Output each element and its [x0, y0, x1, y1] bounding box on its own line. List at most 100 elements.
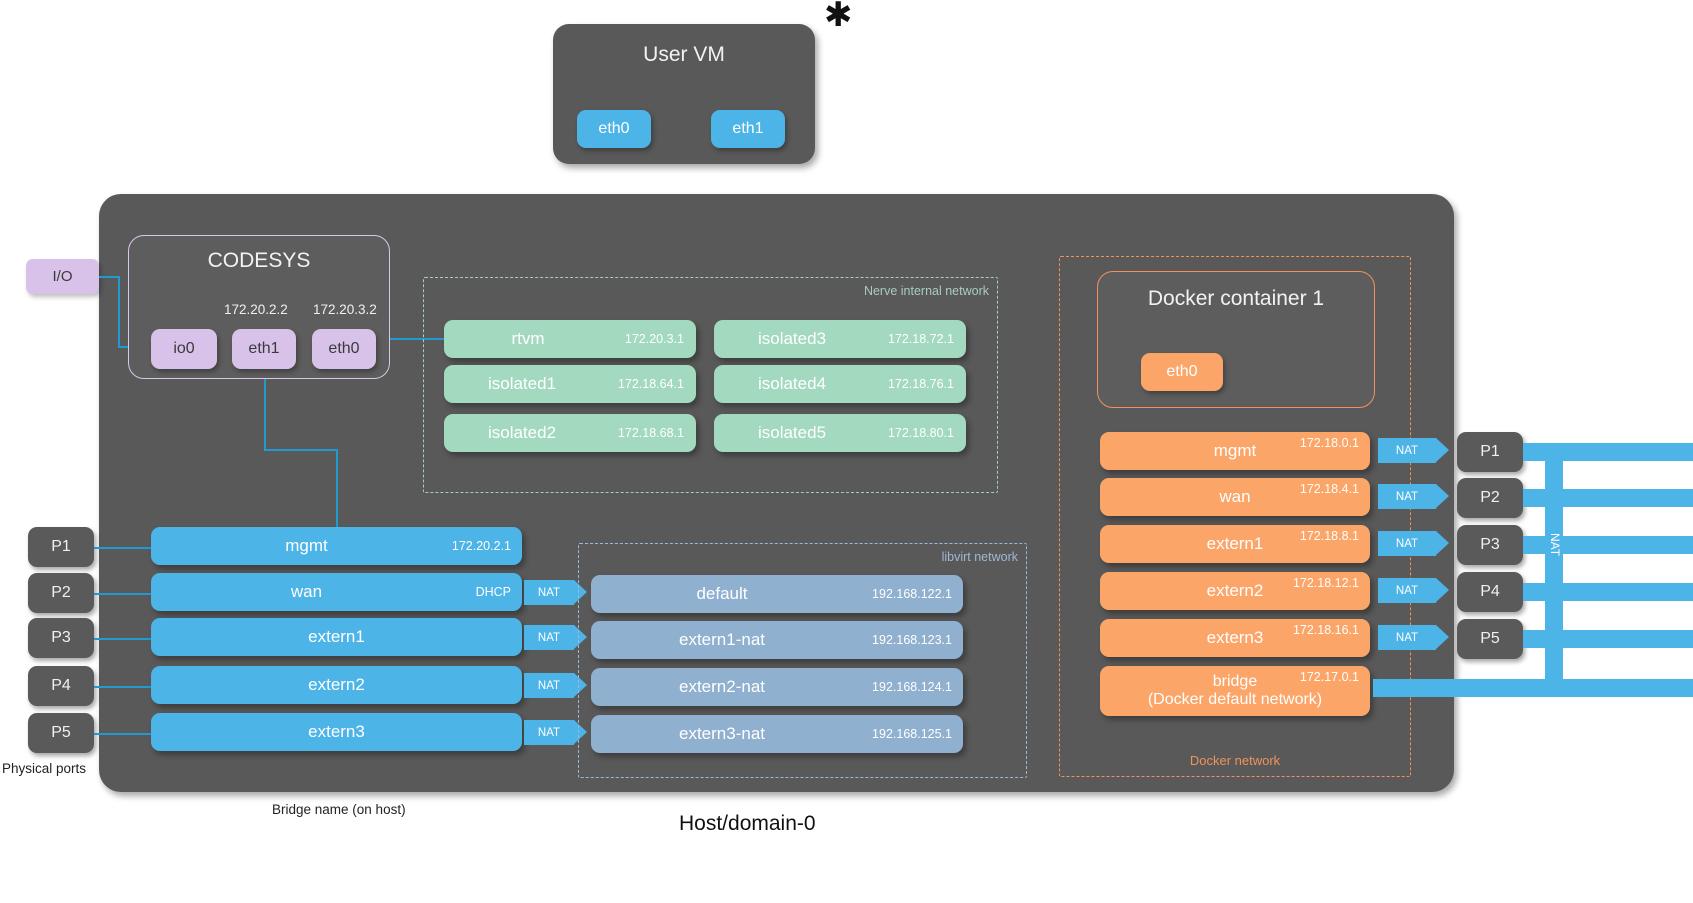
codesys-eth1-label: eth1	[248, 340, 280, 357]
libvirt-net-extern2-nat[interactable]: extern2-nat 192.168.124.1	[591, 668, 963, 706]
docker-net-extern1[interactable]: extern1 172.18.8.1	[1100, 525, 1370, 563]
nerve-net-rtvm-ip: 172.20.3.1	[624, 332, 684, 346]
physical-port-p1-right[interactable]: P1	[1457, 432, 1523, 472]
codesys-eth1-line-v2	[336, 449, 338, 529]
caption-bridge-name: Bridge name (on host)	[272, 802, 406, 817]
codesys-eth0-ip: 172.20.3.2	[313, 302, 377, 317]
caption-host-domain0: Host/domain-0	[679, 812, 816, 835]
user-vm-eth0-label: eth0	[598, 120, 630, 137]
physical-port-p5-left[interactable]: P5	[28, 713, 94, 753]
user-vm-eth1-label: eth1	[732, 120, 764, 137]
docker-net-extern3-name: extern3	[1206, 628, 1264, 647]
nerve-net-isolated2-name: isolated2	[487, 423, 557, 442]
docker-container-1-box: Docker container 1 eth0	[1097, 271, 1375, 408]
libvirt-network-frame: libvirt network	[578, 543, 1027, 778]
host-bridge-wan-dhcp: DHCP	[475, 585, 511, 599]
physical-port-p4-left[interactable]: P4	[28, 666, 94, 706]
nerve-net-rtvm[interactable]: rtvm 172.20.3.1	[444, 320, 696, 358]
nerve-net-isolated2-ip: 172.18.68.1	[617, 426, 684, 440]
docker-net-mgmt-ip: 172.18.0.1	[1299, 436, 1359, 450]
host-bridge-extern1[interactable]: extern1	[151, 618, 522, 656]
nerve-net-isolated1-ip: 172.18.64.1	[617, 377, 684, 391]
physical-port-p1-left[interactable]: P1	[28, 527, 94, 567]
docker-net-wan[interactable]: wan 172.18.4.1	[1100, 478, 1370, 516]
nerve-net-isolated1-name: isolated1	[487, 374, 557, 393]
user-vm-eth0[interactable]: eth0	[577, 110, 651, 148]
nat-arrow-extern2-label: NAT	[537, 679, 561, 692]
io-line-h1	[99, 276, 119, 278]
docker-net-bridge-subtitle: (Docker default network)	[1147, 691, 1323, 708]
nat-arrow-wan-label: NAT	[537, 586, 561, 599]
right-rail-bridge	[1373, 679, 1693, 697]
libvirt-net-extern3-nat-name: extern3-nat	[679, 724, 765, 743]
docker-net-bridge-name: bridge	[1212, 672, 1258, 690]
nerve-net-isolated1[interactable]: isolated1 172.18.64.1	[444, 365, 696, 403]
host-bridge-wan[interactable]: wan DHCP	[151, 573, 522, 611]
nat-arrow-extern3-label: NAT	[537, 726, 561, 739]
host-bridge-extern3[interactable]: extern3	[151, 713, 522, 751]
docker-net-extern1-name: extern1	[1206, 534, 1264, 553]
libvirt-net-extern1-nat[interactable]: extern1-nat 192.168.123.1	[591, 621, 963, 659]
physical-port-p1-right-label: P1	[1480, 443, 1500, 460]
user-vm-eth1[interactable]: eth1	[711, 110, 785, 148]
docker-net-extern2[interactable]: extern2 172.18.12.1	[1100, 572, 1370, 610]
docker-container-1-eth0-label: eth0	[1166, 363, 1198, 380]
nerve-net-rtvm-name: rtvm	[511, 329, 545, 348]
docker-net-bridge[interactable]: bridge (Docker default network) 172.17.0…	[1100, 666, 1370, 716]
right-rail-5	[1523, 630, 1693, 648]
host-bridge-mgmt[interactable]: mgmt 172.20.2.1	[151, 527, 522, 565]
docker-net-extern2-name: extern2	[1206, 581, 1264, 600]
libvirt-net-extern3-nat[interactable]: extern3-nat 192.168.125.1	[591, 715, 963, 753]
user-vm-title: User VM	[643, 43, 725, 66]
docker-nat-arrow-extern1: NAT	[1378, 531, 1449, 556]
docker-net-extern3-ip: 172.18.16.1	[1292, 623, 1359, 637]
libvirt-net-default[interactable]: default 192.168.122.1	[591, 575, 963, 613]
docker-nat-arrow-mgmt: NAT	[1378, 438, 1449, 463]
codesys-eth1[interactable]: eth1	[232, 329, 296, 369]
physical-port-p5-right[interactable]: P5	[1457, 619, 1523, 659]
libvirt-net-default-ip: 192.168.122.1	[872, 587, 952, 601]
physical-port-p2-right[interactable]: P2	[1457, 478, 1523, 518]
port-p4-line	[94, 686, 151, 688]
physical-port-p4-right[interactable]: P4	[1457, 572, 1523, 612]
physical-port-p3-left[interactable]: P3	[28, 618, 94, 658]
host-bridge-mgmt-ip: 172.20.2.1	[451, 539, 511, 553]
host-bridge-extern2[interactable]: extern2	[151, 666, 522, 704]
docker-net-extern3[interactable]: extern3 172.18.16.1	[1100, 619, 1370, 657]
libvirt-net-extern2-nat-ip: 192.168.124.1	[872, 680, 952, 694]
docker-nat-arrow-mgmt-label: NAT	[1395, 444, 1419, 457]
physical-port-p3-right[interactable]: P3	[1457, 525, 1523, 565]
right-rail-2	[1523, 489, 1693, 507]
port-p3-line	[94, 638, 151, 640]
port-p5-line	[94, 733, 151, 735]
docker-network-frame: Docker network	[1059, 256, 1411, 777]
docker-nat-arrow-wan-label: NAT	[1395, 490, 1419, 503]
codesys-io0[interactable]: io0	[151, 329, 217, 369]
docker-net-extern1-ip: 172.18.8.1	[1299, 529, 1359, 543]
docker-container-1-title: Docker container 1	[1147, 287, 1325, 310]
docker-nat-arrow-extern1-label: NAT	[1395, 537, 1419, 550]
physical-port-p2-left-label: P2	[51, 584, 71, 601]
nerve-net-isolated3[interactable]: isolated3 172.18.72.1	[714, 320, 966, 358]
asterisk-marker-vm: ✱	[824, 0, 853, 34]
right-rail-1	[1523, 443, 1693, 461]
libvirt-net-extern1-nat-ip: 192.168.123.1	[872, 633, 952, 647]
nat-arrow-extern1: NAT	[524, 625, 587, 650]
docker-net-mgmt[interactable]: mgmt 172.18.0.1	[1100, 432, 1370, 470]
docker-nat-arrow-wan: NAT	[1378, 484, 1449, 509]
physical-port-p2-left[interactable]: P2	[28, 573, 94, 613]
docker-network-label: Docker network	[1189, 753, 1281, 768]
caption-physical-ports: Physical ports	[2, 761, 87, 776]
docker-container-1-eth0[interactable]: eth0	[1141, 353, 1223, 391]
codesys-eth0[interactable]: eth0	[312, 329, 376, 369]
nerve-net-isolated4[interactable]: isolated4 172.18.76.1	[714, 365, 966, 403]
nerve-net-isolated2[interactable]: isolated2 172.18.68.1	[444, 414, 696, 452]
port-p1-line	[94, 547, 151, 549]
physical-port-p4-right-label: P4	[1480, 583, 1500, 600]
nerve-net-isolated5[interactable]: isolated5 172.18.80.1	[714, 414, 966, 452]
docker-net-bridge-ip: 172.17.0.1	[1299, 670, 1359, 684]
codesys-eth1-ip: 172.20.2.2	[224, 302, 288, 317]
libvirt-network-label: libvirt network	[941, 550, 1018, 564]
docker-nat-arrow-extern2-label: NAT	[1395, 584, 1419, 597]
nerve-internal-network-label: Nerve internal network	[863, 284, 989, 298]
